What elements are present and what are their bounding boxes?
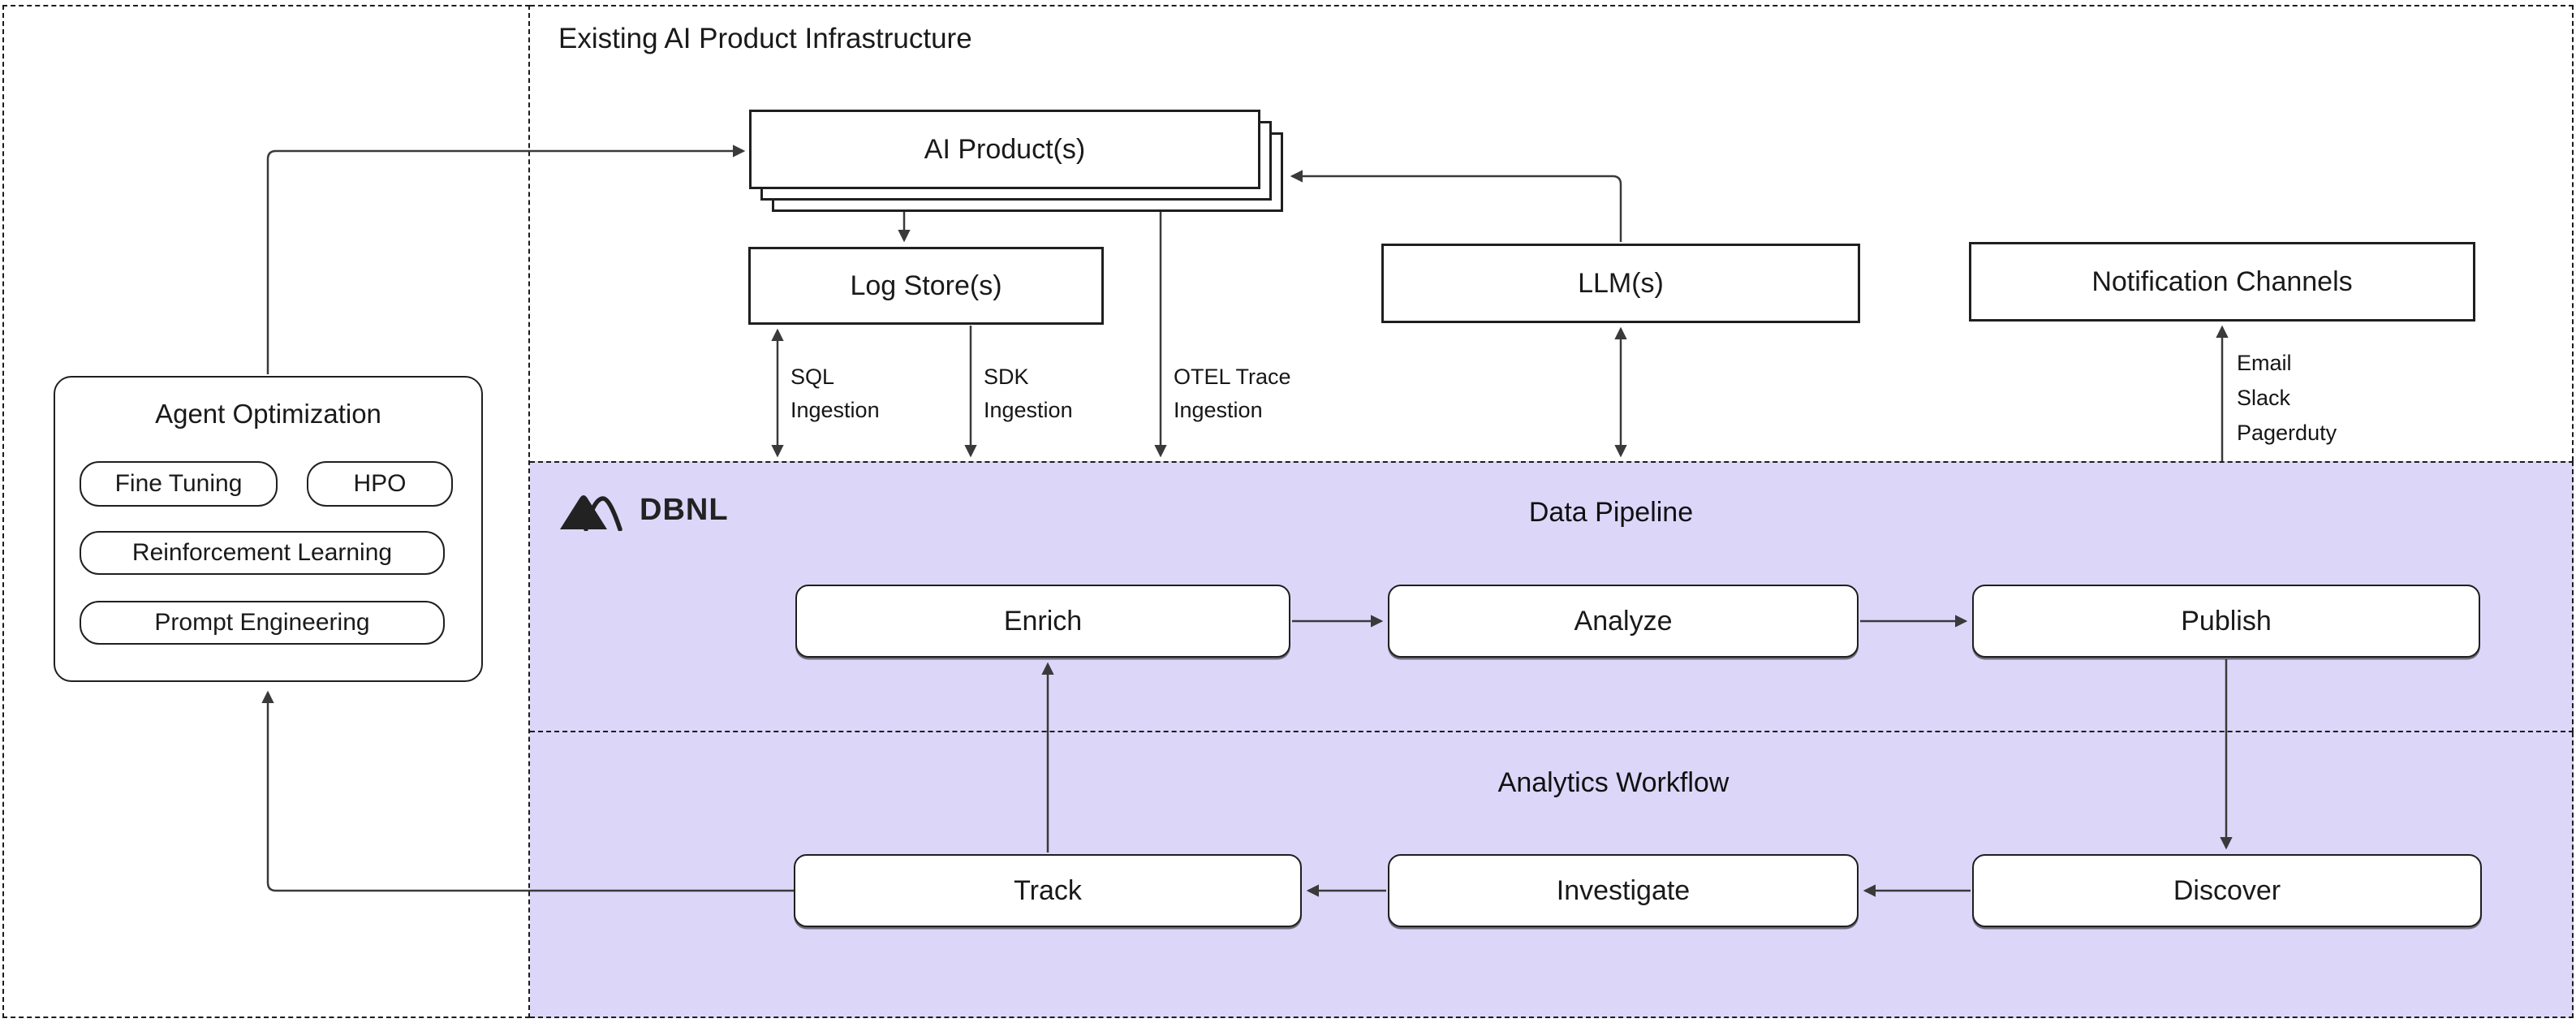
node-track: Track: [794, 854, 1302, 927]
node-llms: LLM(s): [1381, 244, 1860, 323]
node-llms-label: LLM(s): [1578, 267, 1664, 299]
node-discover: Discover: [1972, 854, 2482, 927]
mountain-icon: [560, 495, 622, 531]
node-enrich: Enrich: [795, 585, 1290, 658]
node-analyze: Analyze: [1388, 585, 1859, 658]
node-notification-channels: Notification Channels: [1969, 242, 2475, 322]
node-investigate: Investigate: [1388, 854, 1859, 927]
node-notification-channels-label: Notification Channels: [2091, 265, 2353, 297]
dbnl-wordmark: DBNL: [640, 492, 729, 527]
agent-optimization-card: Agent Optimization Fine Tuning HPO Reinf…: [54, 376, 483, 682]
label-notification-methods: Email Slack Pagerduty: [2237, 351, 2337, 445]
label-sdk-ingestion: SDK Ingestion: [984, 365, 1073, 422]
node-log-stores: Log Store(s): [748, 247, 1104, 325]
region-title-existing-infrastructure: Existing AI Product Infrastructure: [558, 23, 972, 54]
dbnl-logo: DBNL: [558, 489, 729, 531]
pill-hpo: HPO: [307, 461, 453, 507]
node-log-stores-label: Log Store(s): [850, 270, 1002, 301]
region-title-analytics-workflow: Analytics Workflow: [1497, 767, 1730, 798]
pill-prompt-engineering: Prompt Engineering: [80, 601, 445, 645]
agent-optimization-title: Agent Optimization: [155, 399, 381, 429]
node-ai-products: AI Product(s): [749, 110, 1260, 189]
label-otel-trace-ingestion: OTEL Trace Ingestion: [1174, 365, 1291, 422]
pill-reinforcement-learning: Reinforcement Learning: [80, 531, 445, 575]
node-publish: Publish: [1972, 585, 2480, 658]
node-ai-products-label: AI Product(s): [924, 133, 1086, 165]
pill-fine-tuning: Fine Tuning: [80, 461, 278, 507]
label-sql-ingestion: SQL Ingestion: [790, 365, 880, 422]
region-title-data-pipeline: Data Pipeline: [1528, 497, 1694, 528]
